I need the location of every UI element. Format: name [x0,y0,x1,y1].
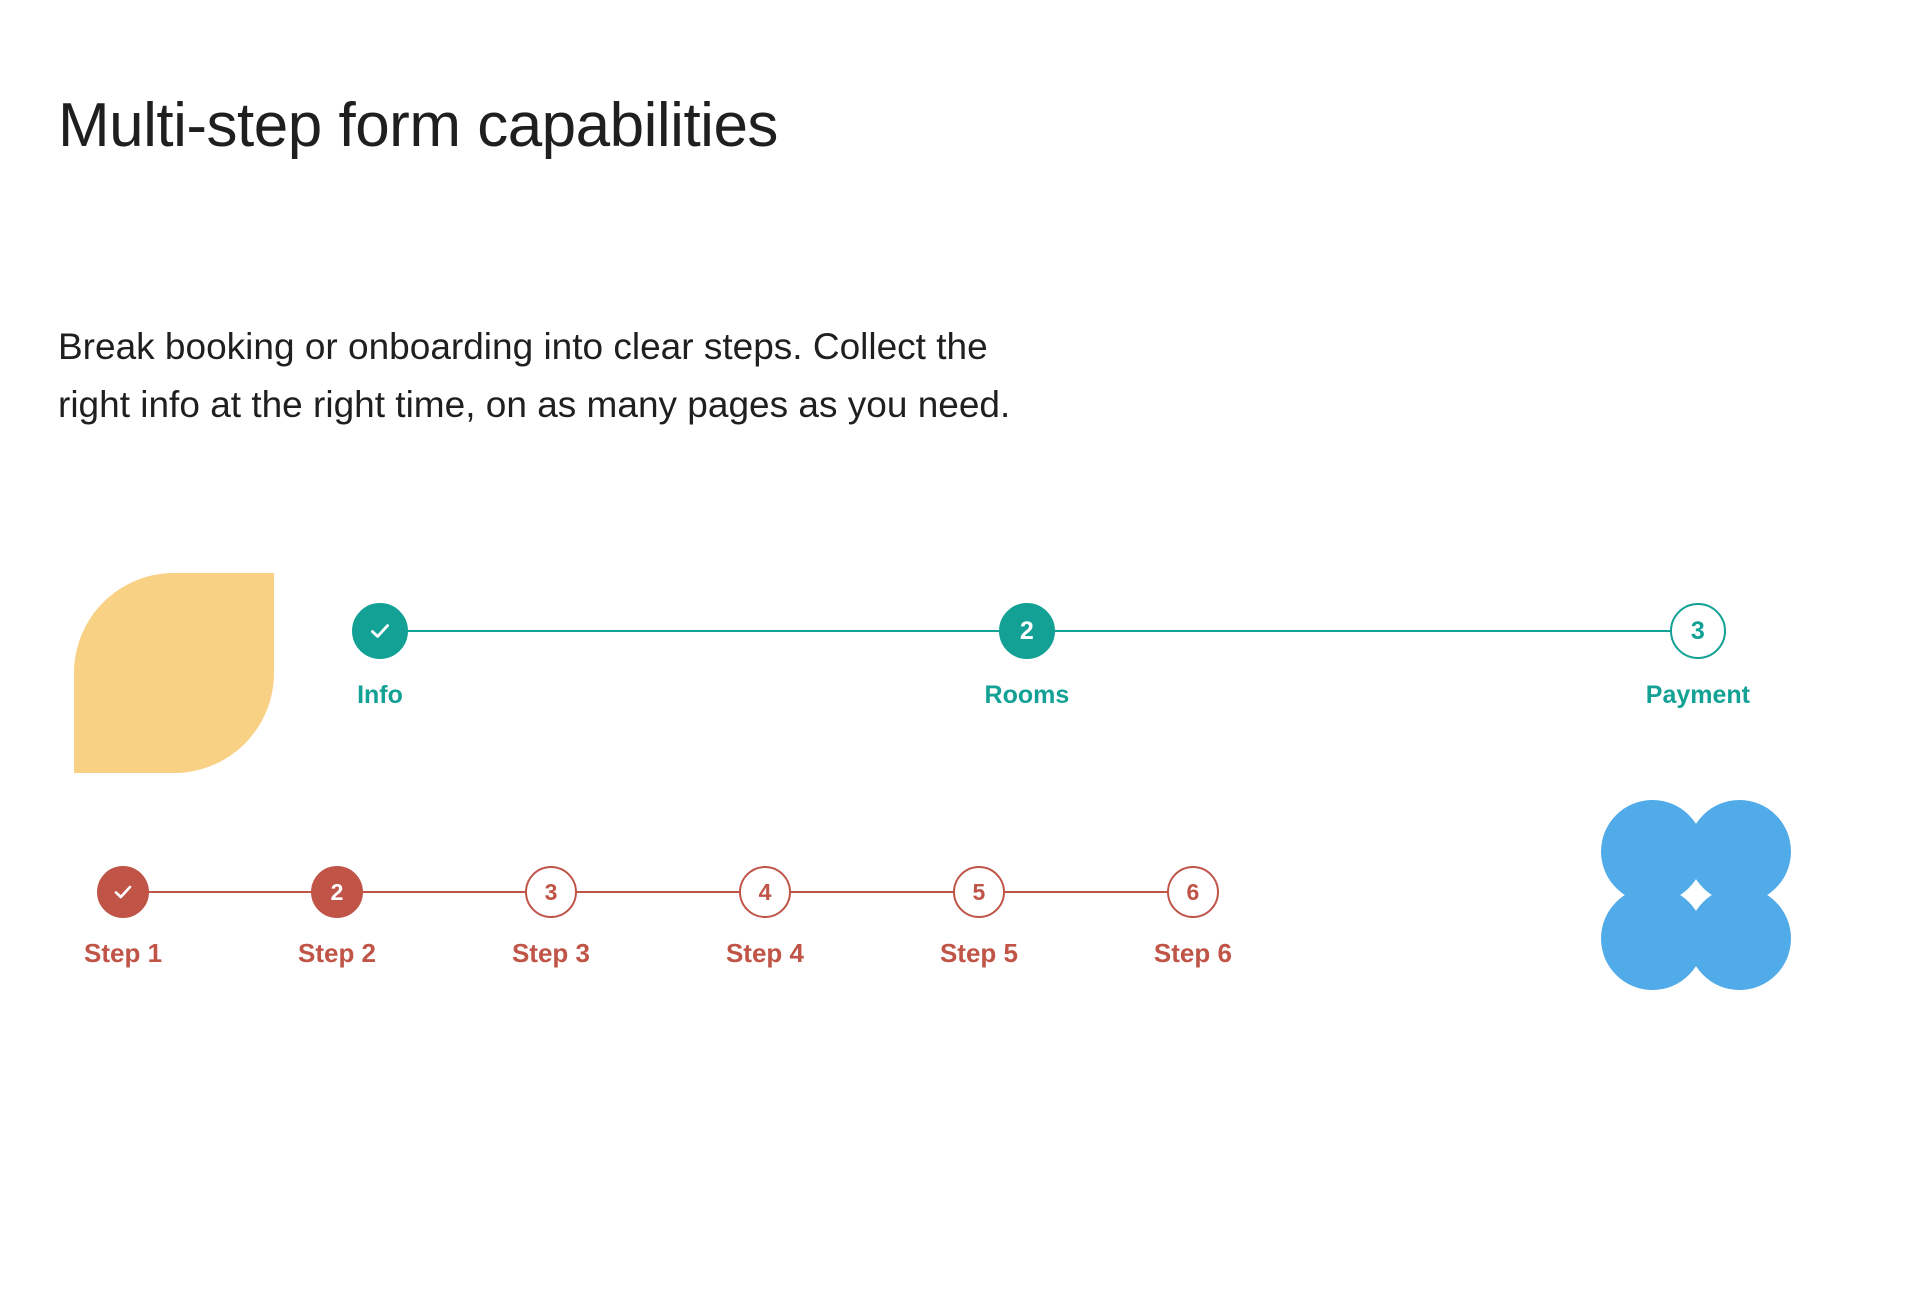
booking-stepper: Info 2 Rooms 3 Payment [352,603,1750,710]
step-marker-completed-icon[interactable] [352,603,408,659]
stepper-step-payment[interactable]: 3 Payment [1646,603,1750,710]
stepper-step-label: Payment [1645,681,1750,709]
step-marker-number[interactable]: 5 [952,866,1005,918]
stepper-step-4[interactable]: 4 Step 4 [726,866,804,969]
intro-paragraph: Break booking or onboarding into clear s… [58,318,1378,435]
stepper-step-label: Step 6 [1153,938,1232,968]
stepper-step-info[interactable]: Info [352,603,408,710]
leaf-decoration-shape [74,573,274,773]
step-marker-number[interactable]: 6 [1166,866,1219,918]
generic-stepper: Step 1 2 Step 2 3 Step 3 4 Step 4 5 Step… [84,866,1232,969]
intro-paragraph-line-1: Break booking or onboarding into clear s… [58,326,988,367]
step-marker-number[interactable]: 3 [1669,603,1726,659]
clover-petal-bottom-right [1688,887,1791,990]
intro-paragraph-line-2: right info at the right time, on as many… [58,384,1011,426]
stepper-step-3[interactable]: 3 Step 3 [512,866,590,969]
stepper-step-label: Step 5 [939,938,1018,968]
stepper-connector-line [110,891,1206,893]
stepper-step-label: Info [357,681,403,709]
page-title: Multi-step form capabilities [58,91,778,160]
stepper-step-6[interactable]: 6 Step 6 [1154,866,1232,969]
stepper-step-label: Step 3 [511,938,590,968]
stepper-step-label: Step 2 [297,938,377,968]
clover-petal-top-left [1601,800,1704,903]
stepper-step-label: Step 1 [84,938,163,968]
stepper-step-1[interactable]: Step 1 [84,866,162,969]
step-marker-number[interactable]: 3 [524,866,577,918]
stepper-step-label: Step 4 [725,938,804,968]
stepper-step-label: Rooms [984,681,1070,709]
stepper-step-5[interactable]: 5 Step 5 [940,866,1018,969]
stepper-step-rooms[interactable]: 2 Rooms [984,603,1070,710]
step-marker-number[interactable]: 2 [998,603,1055,659]
clover-decoration-shape [1601,800,1791,990]
clover-petal-bottom-left [1601,887,1704,990]
step-marker-number[interactable]: 2 [311,866,363,918]
step-marker-number[interactable]: 4 [738,866,791,918]
stepper-step-2[interactable]: 2 Step 2 [298,866,376,969]
clover-petal-top-right [1688,800,1791,903]
step-marker-completed-icon[interactable] [97,866,150,918]
